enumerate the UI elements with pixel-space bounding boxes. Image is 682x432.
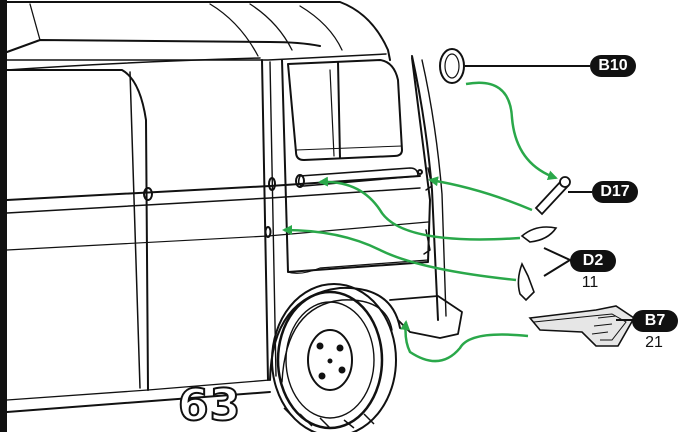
wheel <box>272 284 396 432</box>
part-quantity-d2: 11 <box>568 274 612 292</box>
van-body <box>7 2 462 412</box>
part-label-b7: B7 <box>632 310 678 332</box>
part-d17-pin <box>536 177 570 214</box>
part-label-d2: D2 <box>570 250 616 272</box>
arrow-d2-top-to-hinge <box>320 182 520 240</box>
arrow-d2-bottom-to-hinge <box>284 230 516 280</box>
part-label-b10: B10 <box>590 55 636 77</box>
arrow-d17-to-door <box>430 180 532 210</box>
part-b7-step <box>530 306 634 346</box>
arrow-b10-to-d17 <box>466 83 556 178</box>
page-number: 63 <box>178 384 241 428</box>
part-b10-ring <box>440 49 464 83</box>
part-d2-cover-bottom <box>518 264 534 300</box>
part-d2-cover-top <box>522 227 556 242</box>
part-label-d17: D17 <box>592 181 638 203</box>
arrow-b7-to-bumper <box>406 322 529 361</box>
part-quantity-b7: 21 <box>632 334 676 352</box>
